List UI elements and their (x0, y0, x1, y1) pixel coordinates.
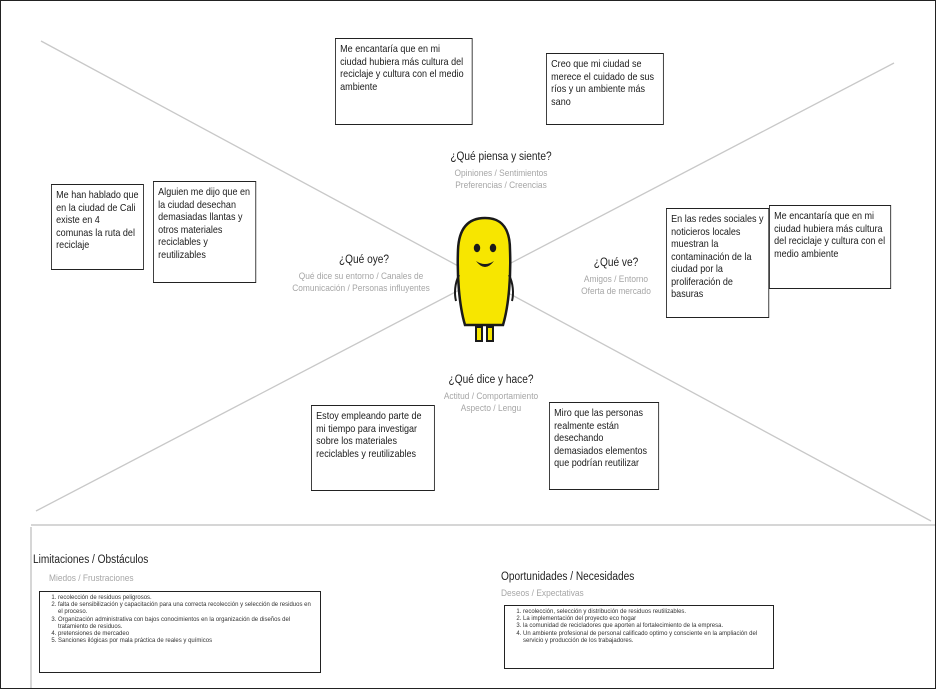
oportunidades-list: recolección, selección y distribución de… (511, 609, 767, 645)
quadrant-subtitle-oye: Qué dice su entorno / Canales de Comunic… (292, 271, 430, 294)
smiling-yellow-character-icon (454, 216, 514, 342)
note-oye-1: Me han hablado que en la ciudad de Cali … (51, 184, 144, 270)
character-left-arm (454, 274, 460, 302)
limitaciones-list: recolección de residuos peligrosos.falta… (46, 595, 314, 645)
limitaciones-item: Sanciones ilógicas por mala práctica de … (58, 638, 314, 645)
character-left-leg (475, 326, 483, 342)
quadrant-title-dice: ¿Qué dice y hace? (448, 374, 534, 386)
oportunidades-item: recolección, selección y distribución de… (523, 609, 767, 616)
limitaciones-item: pretensiones de mercadeo (58, 631, 314, 638)
character-right-eye (489, 243, 497, 253)
note-piensa-2: Creo que mi ciudad se merece el cuidado … (546, 53, 664, 125)
limitaciones-list-box: recolección de residuos peligrosos.falta… (39, 591, 321, 673)
oportunidades-subtitle: Deseos / Expectativas (501, 588, 584, 599)
character-right-arm (508, 274, 514, 302)
note-ve-1: En las redes sociales y noticieros local… (666, 208, 770, 318)
quadrant-subtitle-piensa: Opiniones / Sentimientos Preferencias / … (454, 168, 548, 191)
quadrant-subtitle-dice: Actitud / Comportamiento Aspecto / Lengu (443, 391, 539, 414)
character-body (456, 216, 512, 327)
limitaciones-item: recolección de residuos peligrosos. (58, 595, 314, 602)
oportunidades-item: Un ambiente profesional de personal cali… (523, 631, 767, 645)
note-ve-2: Me encantaría que en mi ciudad hubiera m… (769, 205, 892, 289)
limitaciones-subtitle: Miedos / Frustraciones (49, 573, 134, 584)
note-dice-1: Estoy empleando parte de mi tiempo para … (311, 405, 435, 491)
limitaciones-item: falta de sensibilización y capacitación … (58, 602, 314, 616)
note-dice-2: Miro que las personas realmente están de… (549, 402, 660, 490)
character-left-eye (473, 243, 481, 253)
oportunidades-title: Oportunidades / Necesidades (501, 571, 635, 583)
oportunidades-list-box: recolección, selección y distribución de… (504, 605, 774, 669)
note-piensa-1: Me encantaría que en mi ciudad hubiera m… (335, 38, 473, 125)
character-mouth (476, 261, 494, 267)
quadrant-title-oye: ¿Qué oye? (338, 254, 390, 266)
quadrant-title-ve: ¿Qué ve? (593, 257, 639, 269)
quadrant-subtitle-ve: Amigos / Entorno Oferta de mercado (581, 274, 651, 297)
limitaciones-item: Organización administrativa con bajos co… (58, 617, 314, 631)
character-right-leg (486, 326, 494, 342)
note-oye-2: Alguien me dijo que en la ciudad desecha… (153, 181, 257, 283)
oportunidades-item: la comunidad de recicladores que aporten… (523, 623, 767, 630)
oportunidades-item: La implementación del proyecto eco hogar (523, 616, 767, 623)
limitaciones-title: Limitaciones / Obstáculos (33, 554, 149, 566)
quadrant-title-piensa: ¿Qué piensa y siente? (450, 151, 552, 163)
